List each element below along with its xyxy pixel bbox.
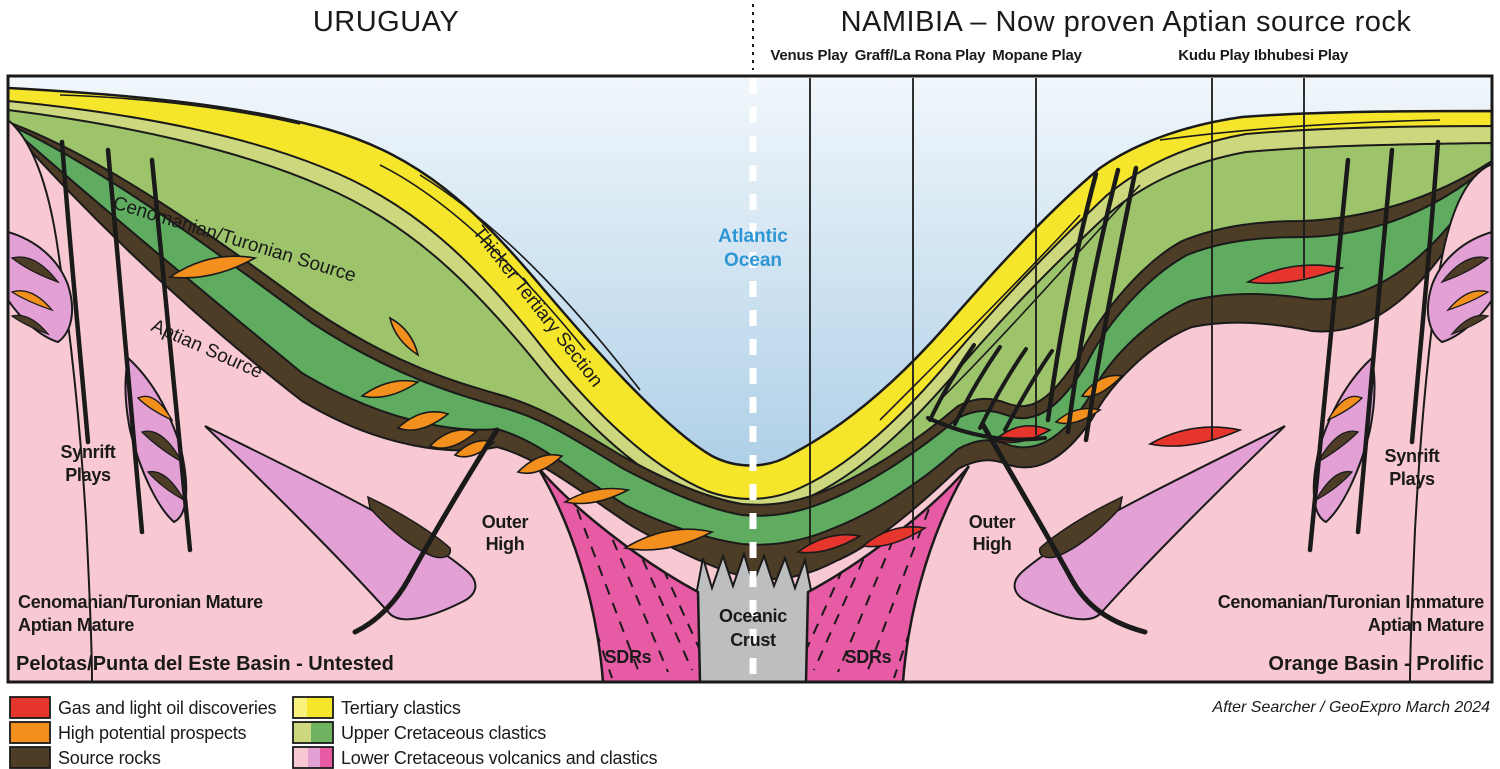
- fault-line-shelf-3: [1083, 165, 1139, 443]
- fault-line-namibia-listric-3: [978, 347, 1028, 430]
- legend-swatch-prospects: [9, 721, 51, 744]
- left-basin-label: Pelotas/Punta del Este Basin - Untested: [16, 653, 394, 675]
- synrift-wedge-right-edge-upper: [1426, 230, 1492, 344]
- fault-line-namibia-listric-1: [928, 343, 976, 422]
- namibia-title: NAMIBIA – Now proven Aptian source rock: [841, 6, 1412, 38]
- fault-line-left-flank-2: [105, 147, 145, 535]
- fault-line-right-outer-high: [980, 422, 1148, 635]
- legend-swatch-discoveries: [9, 696, 51, 719]
- fault-line-right-flank-2: [1355, 147, 1395, 535]
- outer-high-left-line2: High: [486, 534, 525, 554]
- sdr-wedge-right: [804, 465, 971, 682]
- discovery-lens-graff: [861, 526, 928, 548]
- fault-line-shelf-1: [1045, 171, 1099, 423]
- oceanic-crust-label-line1: Oceanic: [719, 606, 787, 626]
- prospect-lens: [167, 255, 258, 279]
- legend-label-discoveries: Gas and light oil discoveries: [58, 698, 277, 718]
- right-maturity-line1: Cenomanian/Turonian Immature: [1218, 592, 1485, 612]
- cross-section-panel: Cenomanian/Turonian Source Aptian Source…: [8, 76, 1492, 682]
- prospect-lens: [396, 411, 450, 431]
- synrift-wedge-right-large: [1013, 425, 1286, 621]
- synrift-plays-right-line1: Synrift: [1385, 446, 1440, 466]
- left-maturity-line2: Aptian Mature: [18, 615, 134, 635]
- fault-line-left-flank-1: [59, 139, 91, 445]
- oceanic-crust-label-line2: Crust: [730, 630, 776, 650]
- play-label-ibhubesi: Ibhubesi Play: [1254, 47, 1349, 64]
- synrift-plays-left-line2: Plays: [65, 465, 111, 485]
- prospect-lens: [516, 453, 564, 475]
- prospect-lens: [622, 528, 715, 551]
- prospect-lens: [360, 379, 421, 399]
- fault-line-namibia-detachment: [926, 416, 1047, 442]
- synrift-plays-left-line1: Synrift: [61, 442, 116, 462]
- legend-label-lower-cretaceous: Lower Cretaceous volcanics and clastics: [341, 748, 658, 768]
- prospect-lens: [388, 316, 420, 357]
- right-basin-label: Orange Basin - Prolific: [1268, 653, 1484, 675]
- play-label-mopane: Mopane Play: [992, 47, 1082, 64]
- discovery-lens-kudu: [1147, 426, 1243, 447]
- fault-line-left-flank-3: [149, 157, 193, 553]
- discovery-lens-venus: [795, 533, 863, 554]
- discovery-lens-ibhubesi: [1245, 264, 1345, 285]
- legend-label-tertiary: Tertiary clastics: [341, 698, 461, 718]
- legend-item-upper-cretaceous: Upper Cretaceous clastics: [292, 721, 546, 744]
- legend-item-discoveries: Gas and light oil discoveries: [9, 696, 277, 719]
- synrift-wedge-left-edge-lower: [124, 356, 188, 524]
- atlantic-ocean-label-line2: Ocean: [724, 250, 782, 271]
- outer-high-right-line1: Outer: [969, 512, 1016, 532]
- left-maturity-line1: Cenomanian/Turonian Mature: [18, 592, 263, 612]
- legend-swatch-tertiary: [292, 696, 334, 719]
- legend-swatch-source-rocks: [9, 746, 51, 769]
- wells: [809, 78, 1305, 545]
- play-label-venus: Venus Play: [770, 47, 848, 64]
- tertiary-internal-lines: [59, 94, 1441, 421]
- sdrs-right-label: SDRs: [845, 647, 892, 667]
- fault-line-namibia-listric-4: [1003, 349, 1054, 432]
- fault-line-shelf-2: [1065, 167, 1121, 435]
- play-label-graff-la-rona: Graff/La Rona Play: [855, 47, 986, 64]
- uruguay-title: URUGUAY: [313, 6, 459, 38]
- fault-line-right-flank-3: [1307, 157, 1351, 553]
- legend-item-source-rocks: Source rocks: [9, 746, 161, 769]
- prospect-lens: [453, 439, 496, 458]
- diagram-border: [6, 74, 1494, 684]
- atlantic-ocean-label-line1: Atlantic: [718, 226, 788, 247]
- legend-swatch-lower-cretaceous: [292, 746, 334, 769]
- right-maturity-line2: Aptian Mature: [1368, 615, 1484, 635]
- fault-line-namibia-listric-2: [953, 345, 1002, 426]
- legend-label-upper-cretaceous: Upper Cretaceous clastics: [341, 723, 546, 743]
- legend-item-lower-cretaceous: Lower Cretaceous volcanics and clastics: [292, 746, 658, 769]
- attribution: After Searcher / GeoExpro March 2024: [1212, 699, 1491, 716]
- legend: Gas and light oil discoveries High poten…: [9, 696, 658, 769]
- sdr-wedge-left: [535, 465, 702, 682]
- sdrs-left-label: SDRs: [605, 647, 652, 667]
- play-label-kudu: Kudu Play: [1178, 47, 1250, 64]
- synrift-wedge-left-edge-upper: [8, 230, 74, 344]
- synrift-plays-right-line2: Plays: [1389, 469, 1435, 489]
- legend-item-prospects: High potential prospects: [9, 721, 247, 744]
- fault-line-left-outer-high: [352, 427, 500, 635]
- legend-label-source-rocks: Source rocks: [58, 748, 161, 768]
- outer-high-right-line2: High: [973, 534, 1012, 554]
- prospect-lens: [428, 429, 478, 449]
- fault-lines: [59, 139, 1441, 635]
- legend-label-prospects: High potential prospects: [58, 723, 247, 743]
- outer-high-left-line1: Outer: [482, 512, 529, 532]
- fault-line-right-flank-1: [1409, 139, 1441, 445]
- prospect-lens: [562, 487, 631, 505]
- legend-swatch-upper-cretaceous: [292, 721, 334, 744]
- legend-item-tertiary: Tertiary clastics: [292, 696, 461, 719]
